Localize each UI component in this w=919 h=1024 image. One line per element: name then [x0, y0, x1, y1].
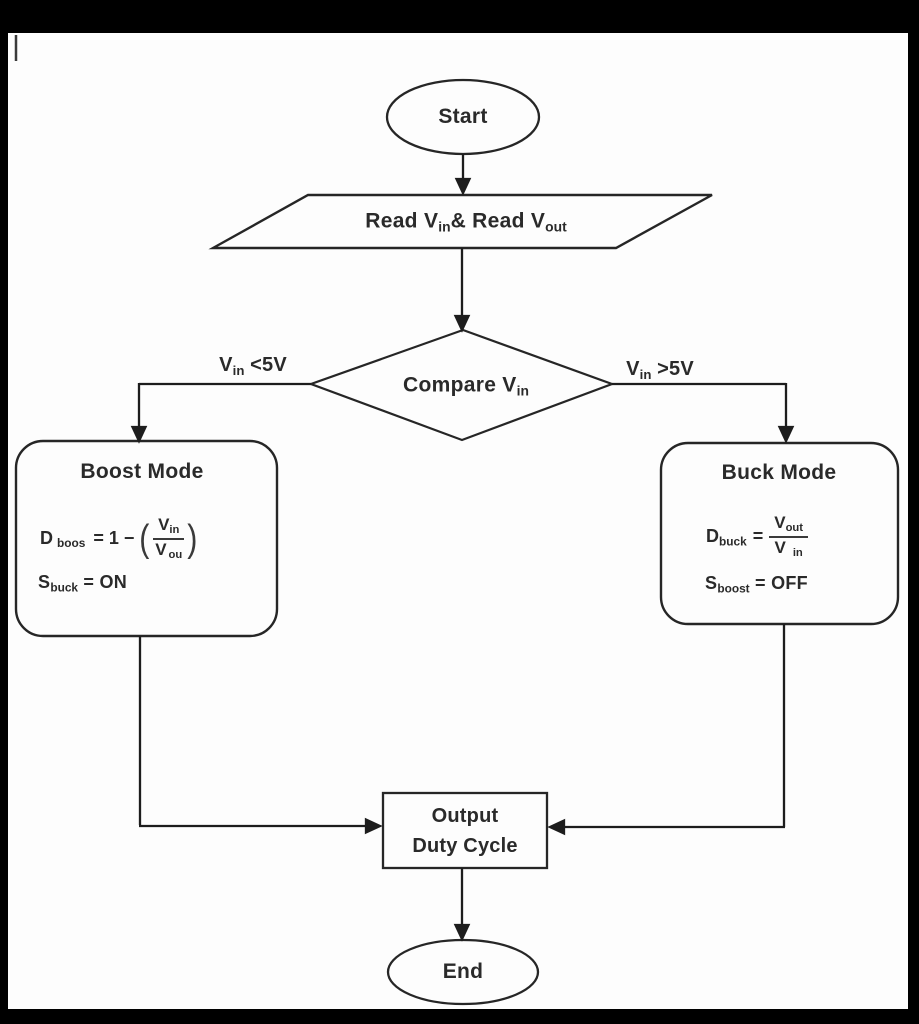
boost-title: Boost Mode [80, 460, 203, 484]
condition-text: >5V [651, 358, 694, 381]
boost-mode-node [14, 439, 279, 638]
subscript-boost: boost [717, 581, 750, 596]
equals-one-minus: = 1 − [93, 528, 135, 549]
output-rect [381, 791, 549, 870]
buck-mode-node [659, 441, 900, 626]
subscript-in: in [169, 524, 180, 537]
output-label: Output Duty Cycle [412, 801, 517, 861]
switch-value: = OFF [754, 573, 808, 593]
end-label: End [443, 960, 484, 984]
subscript-in: in [792, 547, 803, 560]
d-symbol: Dbuck [706, 525, 747, 549]
condition-text: <5V [244, 354, 287, 377]
read-parallelogram [208, 193, 713, 250]
switch-value: = ON [83, 572, 128, 592]
left-paren: ( [139, 517, 150, 560]
output-line1: Output [431, 805, 499, 827]
fraction-numerator: Vin [153, 516, 185, 540]
end-ellipse [386, 938, 540, 1006]
start-text: Start [438, 105, 488, 128]
arrowhead-output-right [547, 818, 566, 836]
s-symbol: S [705, 573, 718, 593]
boost-title-text: Boost Mode [80, 460, 204, 483]
buck-title-text: Buck Mode [721, 461, 837, 484]
fraction-numerator: Vout [769, 514, 809, 538]
subscript-boos: boos [57, 536, 86, 551]
compare-label: Compare Vin [403, 374, 529, 399]
read-text-1: Read V [365, 209, 439, 233]
buck-switch-state: Sboost = OFF [705, 573, 808, 595]
end-text: End [442, 960, 484, 983]
arrowhead-end [453, 923, 471, 942]
subscript-out: out [545, 218, 567, 235]
condition-right-label: Vin >5V [626, 358, 694, 382]
subscript-in: in [232, 362, 245, 378]
arrowhead-boost-entry [130, 425, 148, 444]
s-symbol: S [38, 572, 51, 592]
buck-title: Buck Mode [722, 461, 837, 485]
subscript-buck: buck [719, 534, 747, 549]
read-text-2: & Read V [450, 209, 546, 233]
right-paren: ) [187, 517, 198, 560]
arrowhead-read-compare [453, 314, 471, 333]
v-symbol: V [219, 354, 233, 377]
boost-switch-state: Sbuck = ON [38, 572, 127, 594]
start-label: Start [438, 105, 487, 129]
subscript-ou: ou [168, 549, 183, 562]
arrowhead-buck-entry [777, 425, 795, 444]
equals-sign: = [752, 526, 764, 547]
read-label: Read Vin& Read Vout [365, 210, 566, 235]
arrowhead-output-left [364, 817, 383, 835]
arrowhead-start-read [454, 177, 472, 196]
compare-text: Compare V [403, 373, 517, 397]
subscript-buck: buck [50, 580, 79, 595]
condition-left-label: Vin <5V [219, 354, 287, 378]
subscript-in: in [639, 366, 652, 382]
subscript-in: in [516, 382, 529, 399]
subscript-in: in [438, 218, 451, 235]
compare-diamond [307, 328, 616, 442]
output-line2: Duty Cycle [412, 835, 518, 857]
subscript-out: out [785, 522, 804, 535]
v-symbol: V [626, 358, 640, 381]
